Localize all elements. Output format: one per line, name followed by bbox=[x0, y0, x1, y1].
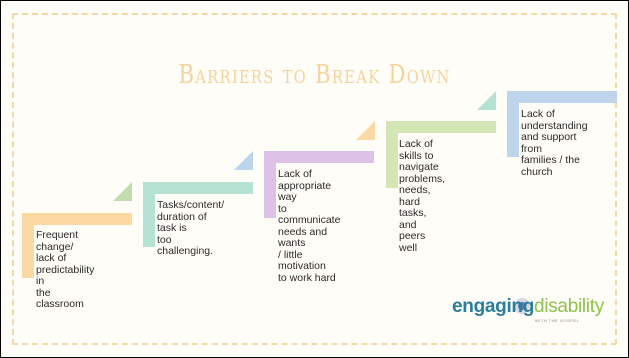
step-5-bar bbox=[507, 91, 617, 103]
step-3-bar bbox=[264, 151, 374, 163]
step-4-bar bbox=[386, 121, 496, 133]
step-3-arrow bbox=[356, 121, 375, 140]
step-3-post bbox=[264, 151, 276, 218]
step-3-text: Lack of appropriate way to communicate n… bbox=[278, 168, 341, 284]
step-2-bar bbox=[143, 182, 253, 194]
logo-part-disability: disability bbox=[534, 296, 604, 317]
step-2-arrow bbox=[234, 151, 253, 170]
step-4-text: Lack of skills to navigate problems, nee… bbox=[399, 138, 446, 254]
engaging-disability-logo: engagingdisability bbox=[452, 296, 604, 318]
step-4-post bbox=[386, 121, 398, 188]
step-1-post bbox=[22, 213, 34, 278]
step-5-post bbox=[507, 91, 519, 157]
step-1-text: Frequent change/ lack of predictability … bbox=[36, 229, 95, 310]
dashed-border bbox=[12, 13, 617, 345]
step-2-text: Tasks/content/ duration of task is too c… bbox=[157, 199, 225, 257]
slide-title: Barriers to Break Down bbox=[178, 60, 451, 90]
logo-tagline: WITH THE GOSPEL bbox=[535, 318, 580, 323]
step-5-text: Lack of understanding and support from f… bbox=[521, 108, 588, 178]
logo-badge-icon bbox=[514, 298, 530, 314]
step-4-arrow bbox=[477, 91, 496, 110]
logo-part-engaging: engaging bbox=[452, 296, 535, 317]
step-2-post bbox=[143, 182, 155, 247]
step-1-arrow bbox=[113, 182, 132, 201]
step-1-bar bbox=[22, 213, 132, 225]
